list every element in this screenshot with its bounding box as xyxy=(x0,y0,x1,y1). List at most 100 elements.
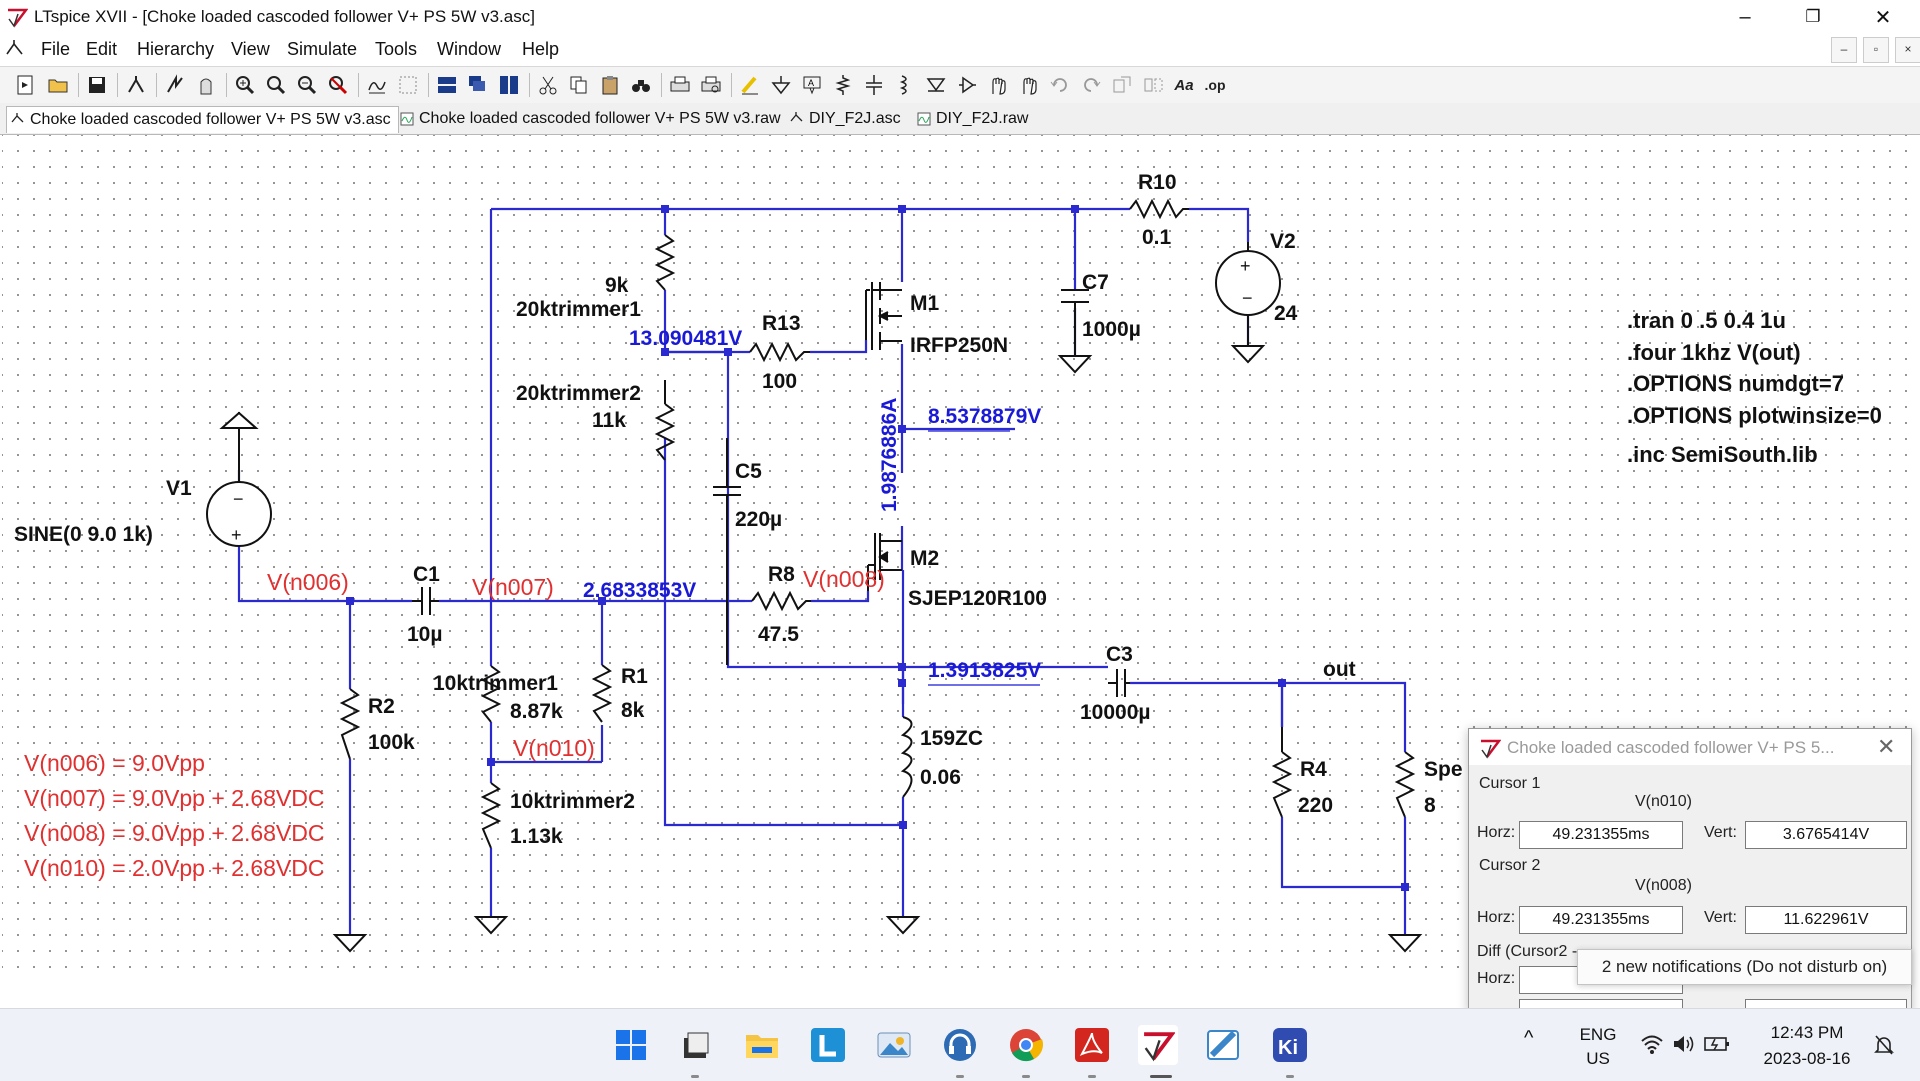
gate-m1-voltage[interactable]: 13.090481V xyxy=(629,327,742,350)
kicad-icon[interactable]: Ki xyxy=(1270,1025,1310,1065)
volume-icon[interactable] xyxy=(1672,1033,1696,1060)
menu-edit[interactable]: Edit xyxy=(86,39,118,59)
minimize-button[interactable]: – xyxy=(1739,5,1751,28)
move-icon[interactable] xyxy=(985,72,1011,98)
windows-start-icon[interactable] xyxy=(611,1025,651,1065)
acrobat-icon[interactable] xyxy=(1072,1025,1112,1065)
cut-icon[interactable] xyxy=(535,72,561,98)
v2-name[interactable]: V2 xyxy=(1270,230,1296,253)
r4-name[interactable]: R4 xyxy=(1300,758,1327,781)
zoom-fit-icon[interactable] xyxy=(325,72,351,98)
comment-line[interactable]: V(n006) = 9.0Vpp xyxy=(24,750,205,776)
copy-icon[interactable] xyxy=(566,72,592,98)
halt-icon[interactable] xyxy=(193,72,219,98)
c7-name[interactable]: C7 xyxy=(1082,271,1109,294)
v1-name[interactable]: V1 xyxy=(166,477,192,500)
schematic-canvas[interactable]: + − − + R10 0.1 V2 24 C7 1000µ M1 IRFP25… xyxy=(2,135,1918,980)
cursor-dialog-titlebar[interactable]: Choke loaded cascoded follower V+ PS 5..… xyxy=(1469,729,1911,765)
label-net-icon[interactable]: A xyxy=(799,72,825,98)
file-explorer-icon[interactable] xyxy=(742,1025,782,1065)
clock-date[interactable]: 2023-08-16 xyxy=(1763,1049,1851,1068)
paste-icon[interactable] xyxy=(597,72,623,98)
r13-name[interactable]: R13 xyxy=(762,312,801,335)
clock-time[interactable]: 12:43 PM xyxy=(1770,1023,1844,1042)
cursor1-vert-field[interactable]: 3.6765414V xyxy=(1745,821,1907,849)
r13-value[interactable]: 100 xyxy=(762,370,797,393)
close-button[interactable]: ✕ xyxy=(1874,6,1892,29)
drag-icon[interactable] xyxy=(1016,72,1042,98)
comment-line[interactable]: V(n008) = 9.0Vpp + 2.68VDC xyxy=(24,820,324,846)
wifi-icon[interactable] xyxy=(1640,1033,1664,1060)
c1-name[interactable]: C1 xyxy=(413,563,440,586)
l-app-icon[interactable] xyxy=(808,1025,848,1065)
ltspice-icon[interactable] xyxy=(1138,1025,1178,1065)
language-indicator-bottom[interactable]: US xyxy=(1586,1049,1610,1068)
capacitor-icon[interactable] xyxy=(861,72,887,98)
net-label-n010[interactable]: V(n010) xyxy=(513,735,595,761)
print-preview-icon[interactable] xyxy=(698,72,724,98)
trim10k2-value[interactable]: 1.13k xyxy=(510,825,563,848)
battery-icon[interactable] xyxy=(1704,1034,1730,1059)
net-label-n008[interactable]: V(n008) xyxy=(803,566,885,592)
zoom-out-icon[interactable] xyxy=(294,72,320,98)
schematic-doc-icon[interactable] xyxy=(4,38,26,60)
tile-vertical-icon[interactable] xyxy=(496,72,522,98)
tile-horizontal-icon[interactable] xyxy=(434,72,460,98)
print-icon[interactable] xyxy=(667,72,693,98)
tab-schematic-main[interactable]: Choke loaded cascoded follower V+ PS 5W … xyxy=(6,106,399,133)
spice-directive[interactable]: .inc SemiSouth.lib xyxy=(1627,442,1818,467)
spice-directive[interactable]: .OPTIONS numdgt=7 xyxy=(1627,371,1844,396)
redo-icon[interactable] xyxy=(1078,72,1104,98)
r10-value[interactable]: 0.1 xyxy=(1142,226,1172,249)
m1-value[interactable]: IRFP250N xyxy=(910,334,1008,357)
net-label-out[interactable]: out xyxy=(1323,658,1356,681)
file-manager-icon[interactable] xyxy=(675,1025,715,1065)
spice-directive[interactable]: .four 1khz V(out) xyxy=(1627,340,1801,365)
m2-value[interactable]: SJEP120R100 xyxy=(908,587,1047,610)
m1-name[interactable]: M1 xyxy=(910,292,939,315)
tab-waveform-main[interactable]: Choke loaded cascoded follower V+ PS 5W … xyxy=(396,106,785,132)
resistor-icon[interactable] xyxy=(830,72,856,98)
save-icon[interactable] xyxy=(84,72,110,98)
tab-schematic-diy[interactable]: DIY_F2J.asc xyxy=(786,106,905,132)
language-indicator-top[interactable]: ENG xyxy=(1579,1025,1617,1044)
tab-waveform-diy[interactable]: DIY_F2J.raw xyxy=(913,106,1032,132)
m2-name[interactable]: M2 xyxy=(910,547,939,570)
comment-line[interactable]: V(n007) = 9.0Vpp + 2.68VDC xyxy=(24,785,324,811)
component-icon[interactable] xyxy=(954,72,980,98)
r4-value[interactable]: 220 xyxy=(1298,794,1333,817)
m1-current[interactable]: 1.9876886A xyxy=(878,398,901,512)
choke-value[interactable]: 0.06 xyxy=(920,766,961,789)
diode-icon[interactable] xyxy=(923,72,949,98)
run-icon[interactable] xyxy=(162,72,188,98)
open-icon[interactable] xyxy=(45,72,71,98)
wave-settings-icon[interactable] xyxy=(395,72,421,98)
undo-icon[interactable] xyxy=(1047,72,1073,98)
out-dc-voltage[interactable]: 1.3913825V xyxy=(928,659,1041,682)
spe-name[interactable]: Spe xyxy=(1424,758,1463,781)
cursor2-vert-field[interactable]: 11.622961V xyxy=(1745,906,1907,934)
notification-bell-icon[interactable] xyxy=(1872,1033,1896,1062)
cursor1-horz-field[interactable]: 49.231355ms xyxy=(1519,821,1683,849)
source-m1-voltage[interactable]: 8.5378879V xyxy=(928,405,1041,428)
c1-value[interactable]: 10µ xyxy=(407,623,442,646)
trim10k1-name[interactable]: 10ktrimmer1 xyxy=(433,672,558,695)
schematic-drawing[interactable]: + − − + R10 0.1 V2 24 C7 1000µ M1 IRFP25… xyxy=(2,135,1918,980)
menu-file[interactable]: File xyxy=(41,39,71,59)
choke-name[interactable]: 159ZC xyxy=(920,727,983,750)
r1-name[interactable]: R1 xyxy=(621,665,648,688)
trim10k2-name[interactable]: 10ktrimmer2 xyxy=(510,790,635,813)
c5-value[interactable]: 220µ xyxy=(735,508,782,531)
zoom-pan-icon[interactable] xyxy=(263,72,289,98)
spice-directive[interactable]: .OPTIONS plotwinsize=0 xyxy=(1627,403,1882,428)
r8-value[interactable]: 47.5 xyxy=(758,623,799,646)
r8-name[interactable]: R8 xyxy=(768,563,795,586)
c5-name[interactable]: C5 xyxy=(735,460,762,483)
close-icon[interactable]: ✕ xyxy=(1877,734,1896,759)
r1-value[interactable]: 8k xyxy=(621,699,645,722)
paint-icon[interactable] xyxy=(1204,1025,1244,1065)
photos-icon[interactable] xyxy=(874,1025,914,1065)
c7-value[interactable]: 1000µ xyxy=(1082,318,1141,341)
find-icon[interactable] xyxy=(628,72,654,98)
menu-view[interactable]: View xyxy=(231,39,270,59)
